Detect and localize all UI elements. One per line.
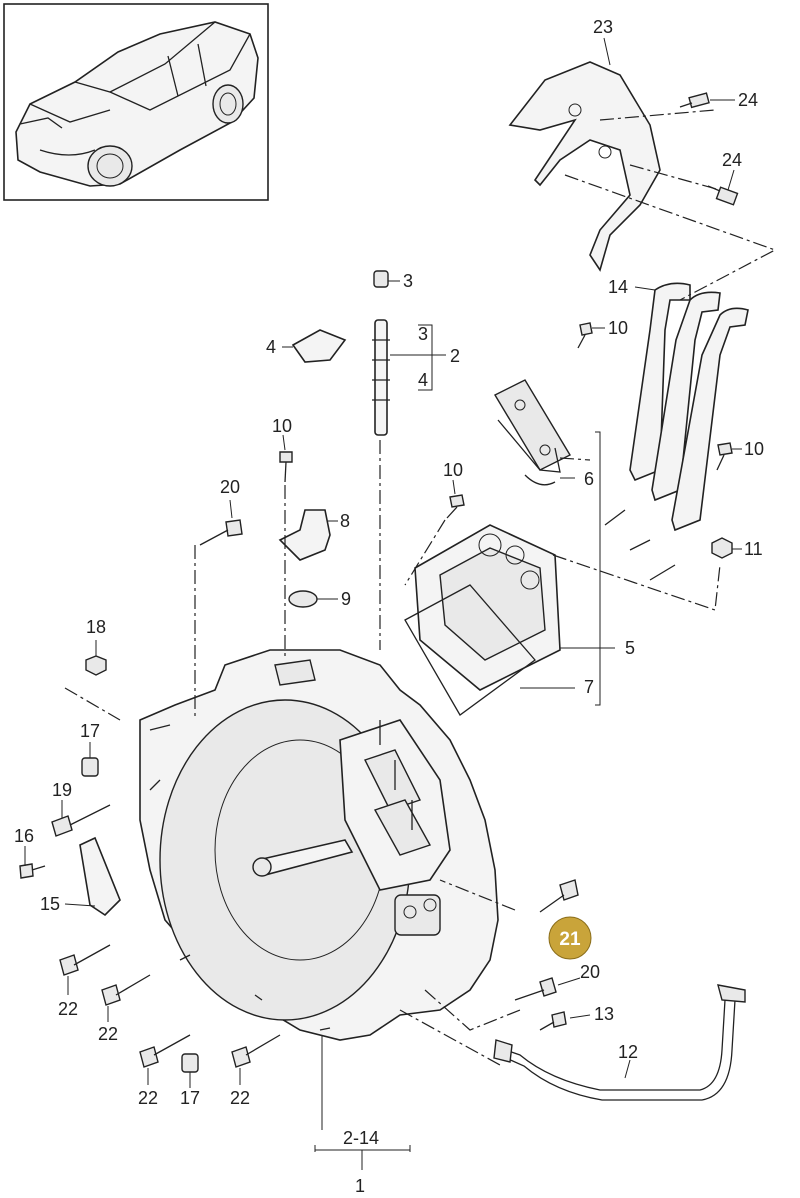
callout-6: 6	[584, 469, 594, 489]
small-parts	[19, 270, 746, 1101]
callout-21: 21	[559, 929, 581, 950]
heat-shield	[508, 61, 739, 272]
callout-20-upper: 20	[220, 477, 240, 497]
callout-16: 16	[14, 826, 34, 846]
callout-22-d: 22	[230, 1088, 250, 1108]
callout-10-lines: 10	[744, 439, 764, 459]
callout-17-upper: 17	[80, 721, 100, 741]
car-thumbnail	[3, 3, 269, 201]
callout-2: 2	[450, 346, 460, 366]
callout-7: 7	[584, 677, 594, 697]
callout-10-sensor: 10	[272, 416, 292, 436]
callout-11: 11	[744, 539, 763, 559]
callout-5: 5	[625, 638, 635, 658]
callout-22-a: 22	[58, 999, 78, 1019]
callout-labels: 1 2-14 2 3 3 4 4 5 6 7 8 9 10 10 10 10 1…	[14, 17, 764, 1196]
callout-2-14: 2-14	[343, 1128, 379, 1148]
callout-3-cap: 3	[403, 271, 413, 291]
cover-assembly	[404, 379, 571, 716]
callout-17-lower: 17	[180, 1088, 200, 1108]
callout-24-lower: 24	[722, 150, 742, 170]
transmission-housing	[139, 649, 499, 1041]
callout-20-lower: 20	[580, 962, 600, 982]
callout-1: 1	[355, 1176, 365, 1196]
callout-4-range: 4	[418, 370, 428, 390]
callout-8: 8	[340, 511, 350, 531]
callout-13: 13	[594, 1004, 614, 1024]
callout-19: 19	[52, 780, 72, 800]
callout-24-upper: 24	[738, 90, 758, 110]
callout-23: 23	[593, 17, 613, 37]
callout-12: 12	[618, 1042, 638, 1062]
assembly-lines	[64, 109, 777, 1066]
callout-3-range: 3	[418, 324, 428, 344]
leader-lines	[24, 37, 742, 1170]
callout-18: 18	[86, 617, 106, 637]
callout-10-top: 10	[608, 318, 628, 338]
callout-15: 15	[40, 894, 60, 914]
coolant-lines	[604, 282, 749, 581]
callout-4-clip: 4	[266, 337, 276, 357]
callout-10-cover: 10	[443, 460, 463, 480]
callout-14: 14	[608, 277, 628, 297]
callout-22-b: 22	[98, 1024, 118, 1044]
callout-22-c: 22	[138, 1088, 158, 1108]
callout-21-highlight[interactable]: 21	[548, 916, 592, 960]
callout-9: 9	[341, 589, 351, 609]
